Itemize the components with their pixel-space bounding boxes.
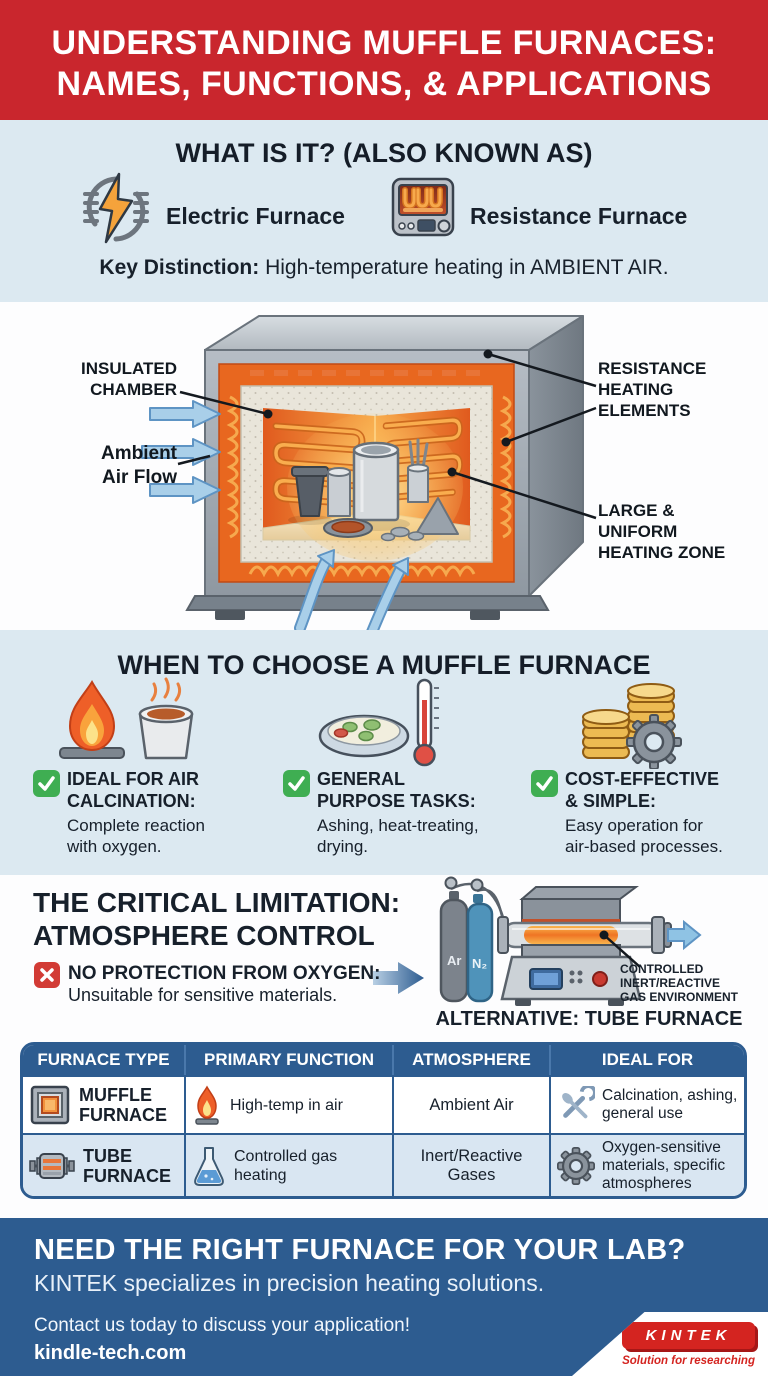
- electric-furnace-icon: [82, 172, 150, 251]
- nitrogen-label: N₂: [472, 956, 487, 971]
- footer-subheadline: KINTEK specializes in precision heating …: [34, 1270, 545, 1296]
- col-header-atmosphere: ATMOSPHERE: [392, 1045, 549, 1075]
- argon-cylinder: [439, 898, 469, 1003]
- limitation-warning-title: NO PROTECTION FROM OXYGEN:: [68, 963, 381, 984]
- muffle-furnace-cutaway-illustration: [141, 315, 597, 638]
- kintek-logo-tagline: Solution for researching: [622, 1354, 755, 1367]
- section-comparison-table: FURNACE TYPE PRIMARY FUNCTION ATMOSPHERE…: [0, 1038, 768, 1218]
- crucible-samples: [288, 438, 459, 542]
- choose-item-cost-effective: COST-EFFECTIVE & SIMPLE: Easy operation …: [531, 768, 759, 857]
- flame-crucible-icon: [52, 674, 202, 771]
- check-icon: [531, 770, 558, 802]
- choose-item-desc: Complete reaction with oxygen.: [67, 816, 205, 856]
- resistance-furnace-icon: [391, 176, 455, 245]
- alternative-label: ALTERNATIVE: TUBE FURNACE: [435, 1008, 743, 1030]
- footer-contact-text: Contact us today to discuss your applica…: [34, 1315, 410, 1336]
- check-icon: [283, 770, 310, 802]
- key-distinction-text: High-temperature heating in AMBIENT AIR.: [259, 256, 669, 279]
- gas-environment-label: CONTROLLED INERT/REACTIVE GAS ENVIRONMEN…: [620, 962, 739, 1004]
- table-header-row: FURNACE TYPE PRIMARY FUNCTION ATMOSPHERE…: [23, 1045, 744, 1075]
- muffle-furnace-icon: [29, 1084, 71, 1126]
- alias-resistance-furnace: Resistance Furnace: [470, 203, 688, 229]
- callout-lines: [177, 352, 597, 520]
- col-header-ideal-for: IDEAL FOR: [549, 1045, 744, 1075]
- check-icon: [33, 770, 60, 802]
- nitrogen-cylinder: [466, 902, 494, 1003]
- section-critical-limitation: Ar N₂ THE CRITICAL: [0, 875, 768, 1038]
- choose-item-general-purpose: GENERAL PURPOSE TASKS: Ashing, heat-trea…: [283, 768, 511, 857]
- table-row-muffle: MUFFLE FURNACE High-temp in air Ambient …: [23, 1075, 744, 1133]
- x-icon: [34, 962, 60, 993]
- atmosphere-text: Inert/Reactive Gases: [420, 1146, 523, 1184]
- header-title-line2: NAMES, FUNCTIONS, & APPLICATIONS: [56, 65, 712, 103]
- header-banner: UNDERSTANDING MUFFLE FURNACES: NAMES, FU…: [0, 0, 768, 120]
- primary-function-text: Controlled gas heating: [234, 1147, 338, 1184]
- section-furnace-diagram: INSULATED CHAMBER Ambient Air Flow RESIS…: [0, 302, 768, 638]
- limitation-title: THE CRITICAL LIMITATION: ATMOSPHERE CONT…: [33, 887, 401, 951]
- footer-cta: NEED THE RIGHT FURNACE FOR YOUR LAB? KIN…: [0, 1218, 768, 1376]
- primary-function-text: High-temp in air: [230, 1096, 343, 1114]
- choose-item-title: COST-EFFECTIVE & SIMPLE:: [565, 769, 720, 811]
- choose-item-title: IDEAL FOR AIR CALCINATION:: [67, 769, 200, 811]
- tube-furnace-illustration: Ar N₂: [373, 876, 702, 1006]
- atmosphere-text: Ambient Air: [429, 1095, 514, 1114]
- table-row-tube: TUBE FURNACE Controlled gas heating Iner…: [23, 1133, 744, 1196]
- kintek-logo: KINTEK Solution for researching: [572, 1312, 768, 1376]
- section-what-is-it: WHAT IS IT? (ALSO KNOWN AS) Electric Fur…: [0, 120, 768, 302]
- petri-dish-thermometer-icon: [316, 674, 446, 774]
- flask-icon: [192, 1145, 226, 1187]
- ideal-for-text: Oxygen-sensitive materials, specific atm…: [602, 1138, 726, 1192]
- furnace-type-name: MUFFLE FURNACE: [79, 1085, 167, 1125]
- tools-icon: [557, 1086, 595, 1124]
- argon-label: Ar: [447, 953, 461, 968]
- gas-exit-arrow: [667, 919, 702, 951]
- label-ambient-air-flow: Ambient Air Flow: [101, 443, 177, 488]
- gear-icon: [557, 1146, 595, 1185]
- choose-item-desc: Ashing, heat-treating, drying.: [317, 816, 479, 856]
- ideal-for-text: Calcination, ashing, general use: [602, 1087, 738, 1122]
- choose-item-title: GENERAL PURPOSE TASKS:: [317, 769, 476, 811]
- furnace-comparison-table: FURNACE TYPE PRIMARY FUNCTION ATMOSPHERE…: [20, 1042, 747, 1199]
- when-to-choose-title: WHEN TO CHOOSE A MUFFLE FURNACE: [117, 650, 651, 680]
- choose-item-desc: Easy operation for air-based processes.: [565, 816, 723, 856]
- alias-electric-furnace: Electric Furnace: [166, 203, 345, 229]
- footer-website[interactable]: kindle-tech.com: [34, 1342, 187, 1364]
- header-title-line1: UNDERSTANDING MUFFLE FURNACES:: [51, 24, 717, 62]
- choose-item-calcination: IDEAL FOR AIR CALCINATION: Complete reac…: [33, 768, 261, 857]
- footer-headline: NEED THE RIGHT FURNACE FOR YOUR LAB?: [34, 1234, 686, 1266]
- label-resistance-heating-elements: RESISTANCE HEATING ELEMENTS: [598, 359, 707, 420]
- key-distinction: Key Distinction: High-temperature heatin…: [0, 256, 768, 280]
- bottom-air-arrows: [294, 549, 409, 638]
- kintek-logo-text: KINTEK: [622, 1321, 755, 1349]
- what-is-it-title: WHAT IS IT? (ALSO KNOWN AS): [175, 138, 593, 168]
- col-header-furnace-type: FURNACE TYPE: [37, 1050, 170, 1069]
- transition-arrow: [373, 962, 424, 994]
- section-when-to-choose: WHEN TO CHOOSE A MUFFLE FURNACE: [0, 630, 768, 875]
- furnace-type-name: TUBE FURNACE: [83, 1145, 171, 1186]
- col-header-primary-function: PRIMARY FUNCTION: [184, 1045, 392, 1075]
- flame-icon: [192, 1084, 222, 1126]
- tube-furnace-icon: [29, 1148, 75, 1184]
- key-distinction-label: Key Distinction:: [99, 256, 260, 279]
- label-heating-zone: LARGE & UNIFORM HEATING ZONE: [598, 501, 726, 562]
- limitation-warning-desc: Unsuitable for sensitive materials.: [68, 985, 338, 1005]
- label-insulated-chamber: INSULATED CHAMBER: [80, 359, 177, 399]
- coins-gear-icon: [570, 674, 688, 774]
